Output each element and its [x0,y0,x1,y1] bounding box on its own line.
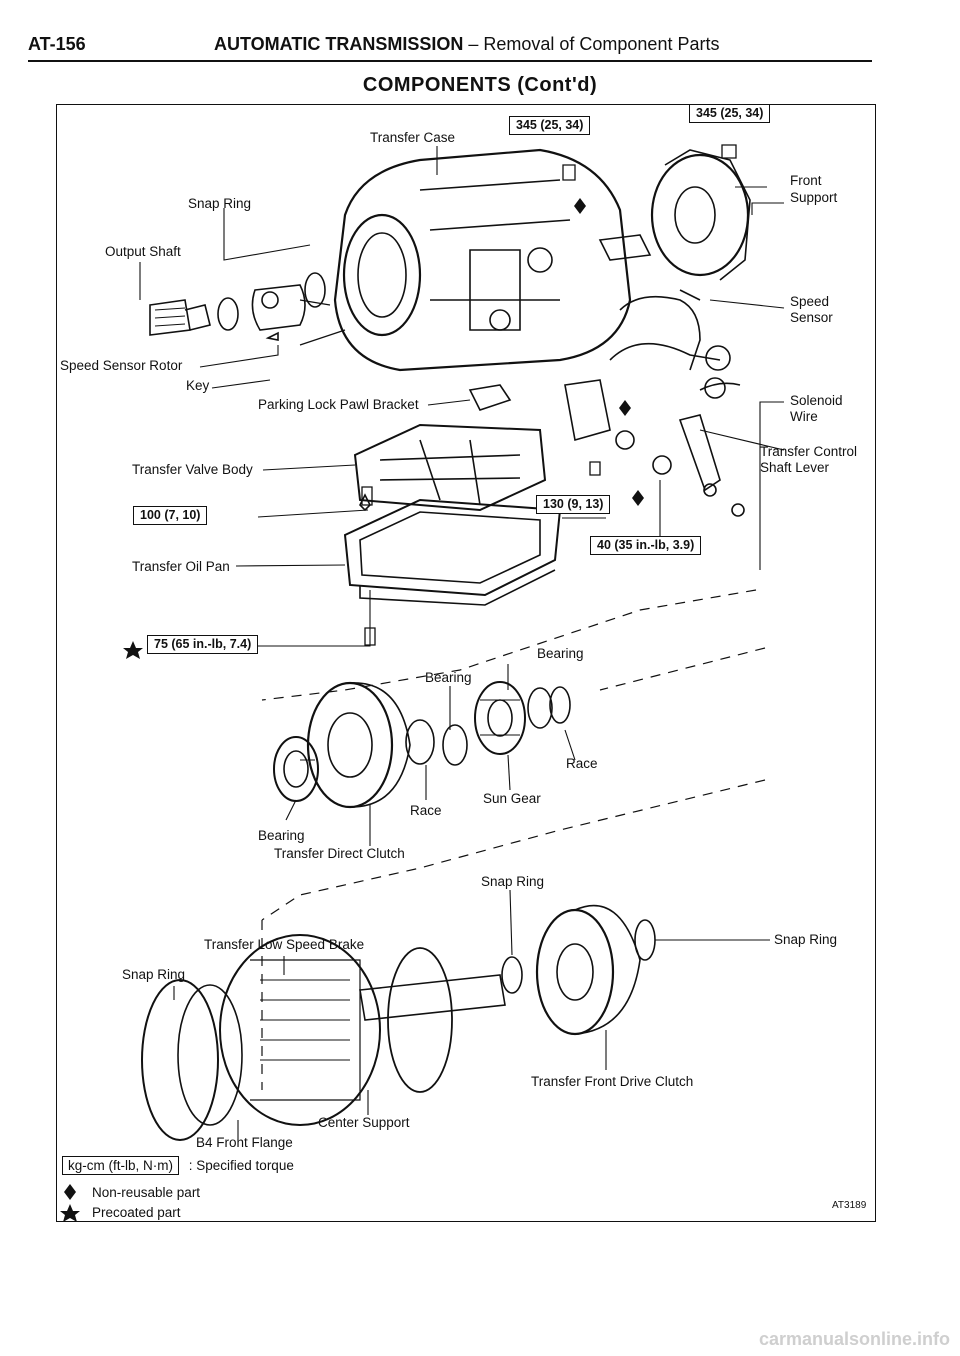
nonreusable-marker [574,198,586,214]
precoated-marker [123,641,143,659]
bolts [361,144,737,646]
page-header: AT-156 AUTOMATIC TRANSMISSION – Removal … [28,34,872,62]
watermark: carmanualsonline.info [758,1329,950,1349]
transfer-valve-body-drawing [353,423,547,512]
label-snap-ring-mid: Snap Ring [481,874,545,889]
label-transfer-oil-pan: Transfer Oil Pan [132,559,230,574]
label-speed-sensor-2: Sensor [790,310,833,325]
legend-nonreusable: Non-reusable part [92,1185,201,1200]
label-solenoid-wire-2: Wire [790,409,818,424]
legend-torque: kg-cm (ft-lb, N·m) : Specified torque [62,1156,294,1175]
label-race-mid: Race [410,803,442,818]
label-bearing-right: Bearing [537,646,584,661]
label-solenoid-wire-1: Solenoid [790,393,843,408]
label-transfer-direct-clutch: Transfer Direct Clutch [274,846,405,861]
label-transfer-control-2: Shaft Lever [760,460,830,475]
label-parking-lock-pawl-bracket: Parking Lock Pawl Bracket [258,397,419,412]
label-speed-sensor-1: Speed [790,294,830,309]
page-number: AT-156 [28,34,86,54]
nonreusable-marker [632,490,644,506]
guide-lines-upper [261,589,766,1090]
label-snap-ring-left: Snap Ring [122,967,186,982]
nonreusable-marker [619,400,631,416]
label-front-support-1: Front [790,173,822,188]
part-markers [60,198,644,1222]
torque-front-support-bolt: 345 (25, 34) [689,104,771,123]
section-title: AUTOMATIC TRANSMISSION – Removal of Comp… [214,34,719,55]
section-title-rest: – Removal of Component Parts [468,34,720,54]
label-transfer-control-1: Transfer Control [760,444,858,459]
label-center-support: Center Support [318,1115,410,1130]
output-shaft-drawing [149,272,326,341]
front-support-drawing [650,149,751,281]
nonreusable-legend-marker [64,1184,76,1200]
label-bearing-left: Bearing [258,828,305,843]
components-title: COMPONENTS (Cont'd) [362,74,598,96]
transfer-low-speed-brake-drawing [141,934,506,1141]
legend-unit-box: kg-cm (ft-lb, N·m) [62,1156,179,1175]
label-transfer-valve-body: Transfer Valve Body [132,462,253,477]
label-transfer-case: Transfer Case [370,130,456,145]
transfer-front-drive-clutch-drawing [501,904,656,1036]
section-title-bold: AUTOMATIC TRANSMISSION [214,34,464,54]
label-bearing-mid: Bearing [425,670,472,685]
figure-id: AT3189 [832,1200,867,1211]
torque-lever-bolt: 40 (35 in.-lb, 3.9) [590,536,702,555]
torque-bracket-bolt: 130 (9, 13) [536,495,611,514]
label-front-support-2: Support [790,190,838,205]
torque-oil-pan-bolt: 75 (65 in.-lb, 7.4) [147,635,259,654]
label-snap-ring-right: Snap Ring [774,932,838,947]
legend-precoated: Precoated part [92,1205,181,1220]
transfer-case-drawing [299,148,632,372]
label-speed-sensor-rotor: Speed Sensor Rotor [60,358,183,373]
legend-unit-text: : Specified torque [188,1158,294,1173]
label-race-right: Race [566,756,598,771]
label-sun-gear: Sun Gear [483,791,541,806]
label-output-shaft: Output Shaft [105,244,181,259]
transfer-direct-clutch-drawing [273,681,571,809]
label-transfer-front-drive-clutch: Transfer Front Drive Clutch [531,1074,694,1089]
parking-bracket-drawing [468,379,745,517]
label-key: Key [186,378,210,393]
speed-sensor-wire-drawing [598,234,741,399]
transfer-oil-pan-drawing [343,498,562,606]
label-transfer-low-speed-brake: Transfer Low Speed Brake [204,937,365,952]
label-b4-front-flange: B4 Front Flange [196,1135,293,1150]
leader-lines [139,146,785,1140]
label-snap-ring-top: Snap Ring [188,196,252,211]
torque-transfer-case-bolt: 345 (25, 34) [509,116,591,135]
diagram-frame [56,104,876,1222]
torque-valve-body-bolt: 100 (7, 10) [133,506,208,525]
precoated-legend-marker [60,1204,80,1222]
